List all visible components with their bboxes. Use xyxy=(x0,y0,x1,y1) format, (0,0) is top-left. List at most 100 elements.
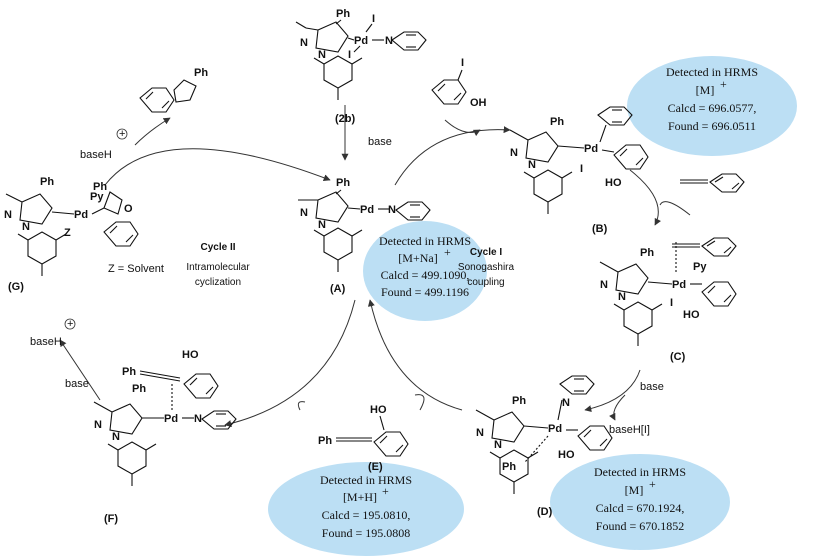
triazole-n-label: N xyxy=(94,419,102,431)
phenyl-label: Ph xyxy=(502,461,516,473)
compound-B: Ph Pd I HO N N (B) xyxy=(509,106,649,235)
arrow-C-to-D xyxy=(584,369,641,413)
compound-A: Ph Pd N N N (A) xyxy=(298,177,431,295)
phenyl-label: Ph xyxy=(132,383,146,395)
pd-label: Pd xyxy=(354,35,368,47)
z-solvent-note: Z = Solvent xyxy=(108,263,164,275)
plus-charge-icon xyxy=(116,128,128,140)
compound-label: (A) xyxy=(330,283,346,295)
triazole-n-label: N xyxy=(618,291,626,303)
cycle-arrows xyxy=(59,105,691,427)
hrms-bubble-center: Detected in HRMS [M+Na] + Calcd = 499.10… xyxy=(363,221,487,321)
triazole-n-label: N xyxy=(300,37,308,49)
triazole-n-label: N xyxy=(476,427,484,439)
hrms-ion: [M+Na] xyxy=(398,251,437,265)
hrms-ion: [M] xyxy=(625,483,644,497)
compound-label: (F) xyxy=(104,513,118,525)
arrow-F-to-G xyxy=(59,339,101,401)
hrms-title: Detected in HRMS xyxy=(379,234,471,248)
hrms-calcd: Calcd = 696.0577, xyxy=(668,101,757,115)
hrms-bubble-bottom-left: Detected in HRMS [M+H] + Calcd = 195.081… xyxy=(268,462,464,556)
hydroxyl-label: HO xyxy=(370,404,387,416)
reagent-base-top: base xyxy=(368,136,392,148)
pyridine-n-label: N xyxy=(194,413,202,425)
arrow-E-branch xyxy=(414,394,425,411)
cycle2-title: Cycle II xyxy=(200,242,235,253)
triazole-n-label: N xyxy=(318,49,326,61)
phenyl-label: Ph xyxy=(336,177,350,189)
plus-charge-icon xyxy=(64,318,76,330)
triazole-n-label: N xyxy=(22,221,30,233)
triazole-n-label: N xyxy=(528,159,536,171)
pyridine-label: Py xyxy=(90,191,104,203)
pd-label: Pd xyxy=(74,209,88,221)
hrms-title: Detected in HRMS xyxy=(320,473,412,487)
iodide-label: I xyxy=(461,57,464,69)
arrow-A-to-B xyxy=(394,126,511,186)
triazole-n-label: N xyxy=(510,147,518,159)
reagent-base-right: base xyxy=(640,381,664,393)
compound-2b: Ph Pd I I N N N (2b) xyxy=(295,8,427,125)
arrow-product-out xyxy=(134,117,171,146)
phenyl-label: Ph xyxy=(122,366,136,378)
triazole-n-label: N xyxy=(4,209,12,221)
product-benzofuran: Ph xyxy=(139,67,208,113)
pyridine-n-label: N xyxy=(562,397,570,409)
phenyl-label: Ph xyxy=(318,435,332,447)
plus-charge-left: + xyxy=(67,318,73,330)
phenyl-label: Ph xyxy=(336,8,350,20)
phenyl-label: Ph xyxy=(194,67,208,79)
phenyl-label: Ph xyxy=(40,176,54,188)
hrms-title: Detected in HRMS xyxy=(666,65,758,79)
compound-label: (G) xyxy=(8,281,24,293)
reagent-base-left: base xyxy=(65,378,89,390)
pyridine-label: Py xyxy=(693,261,707,273)
hrms-bubble-bottom-right: Detected in HRMS [M] + Calcd = 670.1924,… xyxy=(550,454,730,550)
pyridine-n-label: N xyxy=(385,35,393,47)
compound-G: Ph Pd Py Z Ph O N N Z = Solvent (G) xyxy=(4,176,164,293)
arrow-iodophenol-in xyxy=(444,119,481,137)
compound-F: Ph Pd N Ph HO N N (F) xyxy=(93,349,237,525)
compound-label: (C) xyxy=(670,351,686,363)
pd-label: Pd xyxy=(584,143,598,155)
pyridine-n-label: N xyxy=(388,204,396,216)
phenyl-label: Ph xyxy=(93,181,107,193)
solvent-z-label: Z xyxy=(64,227,71,239)
hrms-calcd: Calcd = 195.0810, xyxy=(322,508,411,522)
iodide-label: I xyxy=(372,13,375,25)
arrow-G-to-A xyxy=(104,148,331,186)
reagent-iodophenol: I OH xyxy=(431,57,487,109)
compound-label: (B) xyxy=(592,223,608,235)
cycle1-line1: Sonogashira xyxy=(458,262,515,273)
triazole-n-label: N xyxy=(600,279,608,291)
hrms-title: Detected in HRMS xyxy=(594,465,686,479)
pd-label: Pd xyxy=(672,279,686,291)
phenyl-label: Ph xyxy=(640,247,654,259)
arrow-D-to-A xyxy=(367,299,463,411)
triazole-n-label: N xyxy=(318,219,326,231)
hydroxyl-label: OH xyxy=(470,97,487,109)
arrow-A-to-F xyxy=(224,299,356,427)
hrms-ion-charge: + xyxy=(720,77,727,91)
triazole-n-label: N xyxy=(112,431,120,443)
hrms-calcd: Calcd = 670.1924, xyxy=(596,501,685,515)
phenyl-label: Ph xyxy=(550,116,564,128)
reagent-baseH-left: baseH xyxy=(30,336,62,348)
compound-C: Ph Pd Py I HO N N (C) xyxy=(599,237,737,363)
hrms-bubble-top-right: Detected in HRMS [M] + Calcd = 696.0577,… xyxy=(627,56,797,156)
pd-label: Pd xyxy=(360,204,374,216)
hrms-ion-charge: + xyxy=(382,484,389,498)
hrms-ion: [M+H] xyxy=(343,490,377,504)
hrms-ion-charge: + xyxy=(649,477,656,491)
cycle2-line1: Intramolecular xyxy=(186,262,250,273)
arrow-baseHI-out xyxy=(609,394,626,421)
compound-E: Ph HO (E) xyxy=(318,404,409,473)
reagent-baseH-top: baseH xyxy=(80,149,112,161)
hrms-ion: [M] xyxy=(696,83,715,97)
compound-label: (D) xyxy=(537,506,553,518)
reagent-phenylacetylene xyxy=(680,173,745,193)
oxygen-label: O xyxy=(124,203,133,215)
hydroxyl-label: HO xyxy=(683,309,700,321)
hydroxyl-label: HO xyxy=(182,349,199,361)
cycle1-line2: coupling xyxy=(467,277,504,288)
